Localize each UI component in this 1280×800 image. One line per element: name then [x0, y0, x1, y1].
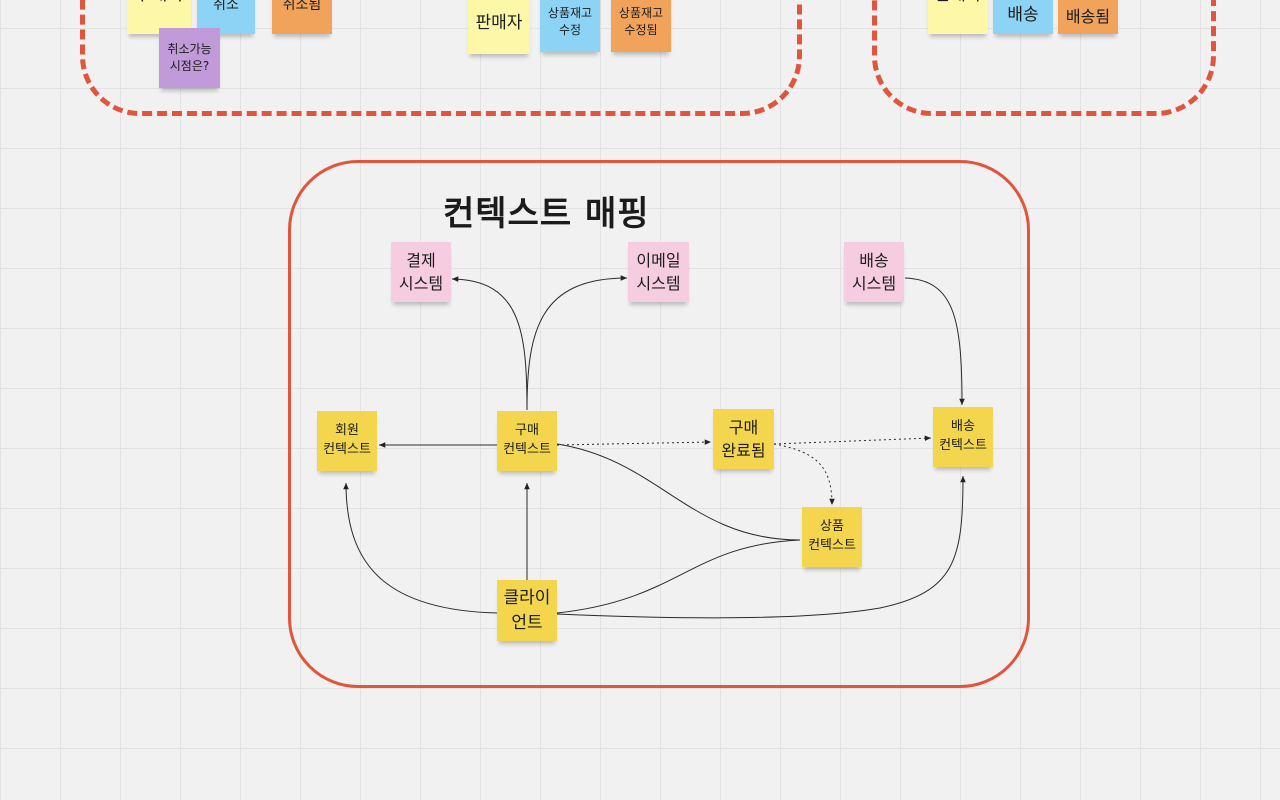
- sticky-email-system[interactable]: 이메일 시스템: [628, 242, 689, 302]
- sticky-purchase-completed[interactable]: 구매 완료됨: [713, 409, 774, 469]
- edge-purchase-to-email: [526, 275, 628, 411]
- sticky-seller-right[interactable]: 판매자: [928, 0, 988, 34]
- context-mapping-title: 컨텍스트 매핑: [443, 194, 650, 234]
- sticky-cancelled[interactable]: 취소됨: [272, 0, 332, 34]
- edge-client-to-member: [343, 482, 498, 614]
- sticky-delivered[interactable]: 배송됨: [1058, 0, 1118, 34]
- sticky-delivery-context[interactable]: 배송 컨텍스트: [933, 407, 993, 467]
- event-storming-frame-left[interactable]: [80, 0, 802, 116]
- sticky-delivery[interactable]: 배송: [993, 0, 1053, 34]
- edge-client-to-product: [556, 539, 801, 614]
- sticky-purchase-context[interactable]: 구매 컨텍스트: [497, 411, 557, 471]
- event-storming-frame-right[interactable]: [872, 0, 1216, 116]
- sticky-client[interactable]: 클라이 언트: [497, 580, 557, 641]
- edge-purchase-to-completed: [556, 439, 712, 446]
- edge-client-to-delivery-context: [556, 475, 966, 619]
- sticky-stock-update[interactable]: 상품재고 수정: [540, 0, 600, 52]
- sticky-product-context[interactable]: 상품 컨텍스트: [802, 507, 862, 567]
- sticky-member-context[interactable]: 회원 컨텍스트: [317, 411, 377, 471]
- sticky-delivery-system[interactable]: 배송 시스템: [844, 242, 904, 302]
- sticky-cancel-question[interactable]: 취소가능 시점은?: [159, 28, 220, 88]
- edge-purchase-to-product: [556, 443, 801, 541]
- edge-delivery-system-to-delivery-context: [904, 277, 965, 406]
- edge-completed-to-product: [773, 443, 835, 506]
- sticky-seller-left[interactable]: 판매자: [468, 0, 530, 54]
- edge-completed-to-delivery-context: [773, 435, 932, 445]
- sticky-stock-updated[interactable]: 상품재고 수정됨: [611, 0, 671, 52]
- context-mapping-frame[interactable]: [288, 160, 1030, 688]
- edge-purchase-to-payment: [451, 276, 528, 411]
- sticky-payment-system[interactable]: 결제 시스템: [391, 242, 451, 302]
